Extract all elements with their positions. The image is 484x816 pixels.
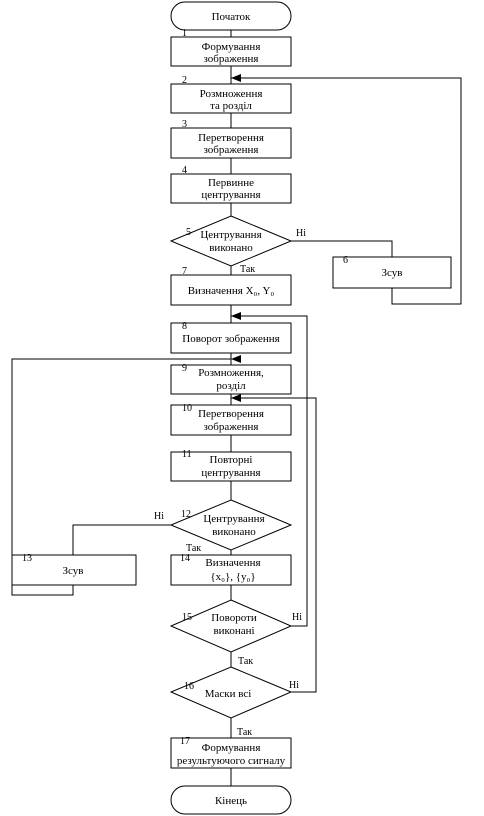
block-14-number: 14 [180, 553, 190, 564]
block-10-line-1: Перетворення [198, 408, 264, 420]
block-14-line-2: {x₀}, {y₀} [210, 571, 255, 583]
block-3: 3 Перетворення зображення [170, 119, 292, 159]
decision-12-line-2: виконано [212, 526, 256, 538]
block-7-number: 7 [182, 266, 187, 277]
block-4-line-2: центрування [201, 189, 260, 201]
decision-15-no-label: Ні [292, 612, 302, 623]
connector-6-to-2 [231, 77, 462, 305]
block-11: 11 Повторні центрування [170, 449, 292, 482]
block-3-number: 3 [182, 119, 187, 130]
block-17-line-1: Формування [202, 742, 261, 754]
arrowhead-into-9-left [231, 355, 241, 363]
block-1-line-1: Формування [202, 41, 261, 53]
block-9-line-1: Розмноження, [198, 367, 264, 379]
connector-16-no-to-9 [231, 397, 317, 693]
block-8: 8 Поворот зображення [170, 321, 292, 354]
block-3-line-2: зображення [204, 144, 259, 156]
decision-12-number: 12 [181, 509, 191, 520]
block-14: 14 Визначення {x₀}, {y₀} [170, 553, 292, 586]
block-10-line-2: зображення [204, 421, 259, 433]
decision-15-number: 15 [182, 612, 192, 623]
decision-16-number: 16 [184, 681, 194, 692]
block-17-line-2: результуючого сигналу [177, 755, 286, 767]
decision-12-no-label: Ні [154, 511, 164, 522]
start-terminator: Початок [170, 1, 292, 31]
connector-15-no-to-8 [231, 315, 308, 627]
block-4: 4 Первинне центрування [170, 165, 292, 204]
block-2: 2 Розмноження та розділ [170, 75, 292, 114]
end-terminator: Кінець [170, 785, 292, 815]
block-9: 9 Розмноження, розділ [170, 363, 292, 395]
decision-15-yes-label: Так [238, 656, 253, 667]
connectors [11, 30, 462, 786]
block-10: 10 Перетворення зображення [170, 403, 292, 436]
decision-16-no-label: Ні [289, 680, 299, 691]
start-label: Початок [212, 11, 251, 23]
decision-15: 15 Повороти виконані [169, 599, 293, 653]
decision-5: 5 Центрування виконано [169, 215, 293, 267]
block-11-number: 11 [182, 449, 192, 460]
connector-13-to-9 [11, 358, 231, 596]
decision-16: 16 Маски всі [169, 666, 293, 719]
block-2-number: 2 [182, 75, 187, 86]
block-9-line-2: розділ [216, 380, 246, 392]
block-11-line-1: Повторні [210, 454, 253, 466]
block-11-line-2: центрування [201, 467, 260, 479]
arrowhead-into-8 [231, 312, 241, 320]
block-1-number: 1 [182, 28, 187, 39]
decision-16-line-1: Маски всі [205, 688, 252, 700]
block-2-line-1: Розмноження [200, 88, 263, 100]
block-8-line-1: Поворот зображення [182, 333, 279, 345]
end-label: Кінець [215, 795, 247, 807]
block-14-line-1: Визначення [205, 557, 260, 569]
block-8-number: 8 [182, 321, 187, 332]
block-6-line-1: Зсув [382, 267, 403, 279]
block-10-number: 10 [182, 403, 192, 414]
block-9-number: 9 [182, 363, 187, 374]
decision-5-number: 5 [186, 227, 191, 238]
block-7-line-1: Визначення X₀, Y₀ [188, 285, 275, 297]
decision-5-yes-label: Так [240, 264, 255, 275]
block-13-number: 13 [22, 553, 32, 564]
block-17-number: 17 [180, 736, 190, 747]
arrowhead-into-2 [231, 74, 241, 82]
decision-12-yes-label: Так [186, 543, 201, 554]
decision-12: 12 Центрування виконано [169, 499, 293, 551]
decision-16-yes-label: Так [237, 727, 252, 738]
block-4-number: 4 [182, 165, 187, 176]
block-7: 7 Визначення X₀, Y₀ [170, 266, 292, 306]
block-6-number: 6 [343, 255, 348, 266]
decision-5-no-label: Ні [296, 228, 306, 239]
decision-5-line-1: Центрування [200, 229, 261, 241]
decision-15-line-2: виконані [213, 625, 254, 637]
decision-12-line-1: Центрування [203, 513, 264, 525]
block-13-line-1: Зсув [63, 565, 84, 577]
block-3-line-1: Перетворення [198, 132, 264, 144]
block-17: 17 Формування результуючого сигналу [170, 736, 292, 769]
block-4-line-1: Первинне [208, 177, 254, 189]
connector-12-no-to-13 [72, 524, 171, 555]
block-6: 6 Зсув [332, 255, 452, 289]
block-1: 1 Формування зображення [170, 28, 292, 67]
decision-15-line-1: Повороти [211, 612, 257, 624]
block-13: 13 Зсув [11, 553, 137, 586]
decision-5-line-2: виконано [209, 242, 253, 254]
block-2-line-2: та розділ [210, 100, 252, 112]
block-1-line-2: зображення [204, 53, 259, 65]
arrowhead-into-9-right [231, 394, 241, 402]
connector-5-no-to-6 [291, 240, 393, 257]
